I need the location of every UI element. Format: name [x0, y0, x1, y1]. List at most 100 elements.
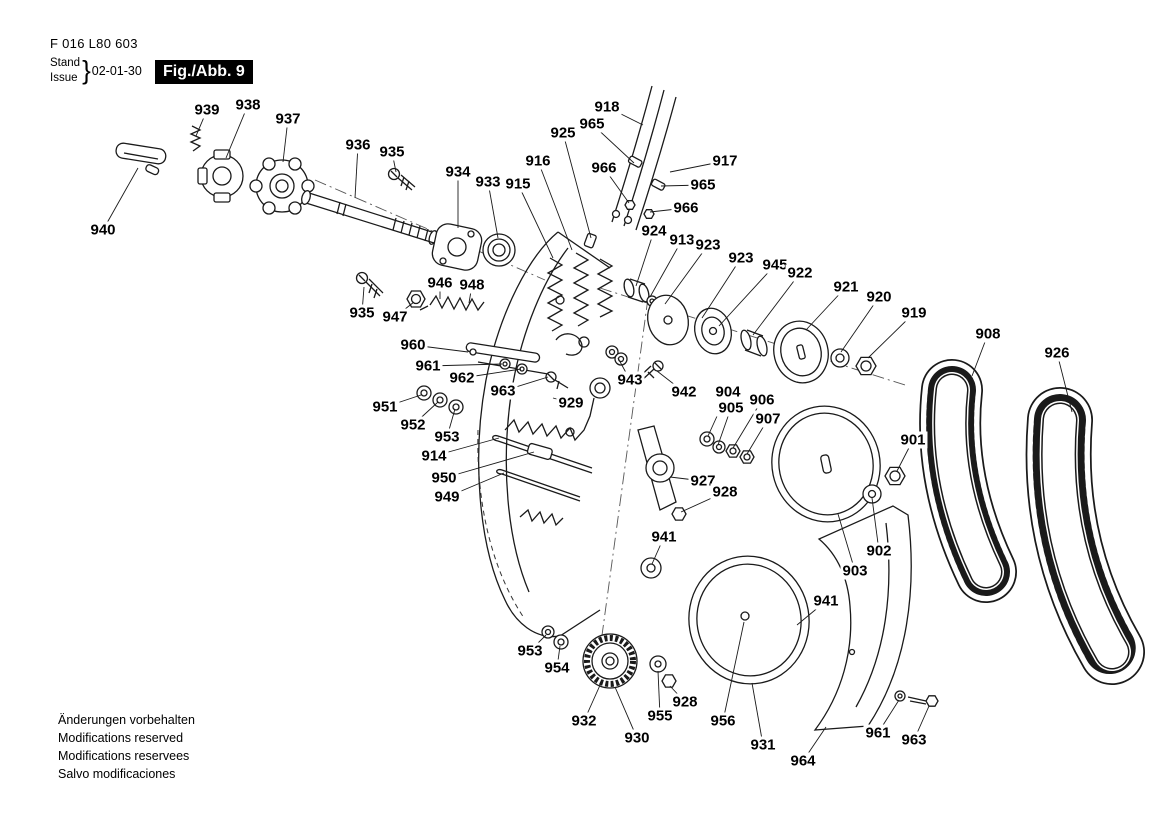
part-label-926: 926: [1042, 344, 1072, 362]
washer-953-a: [448, 399, 464, 415]
part-label-932: 932: [569, 712, 599, 730]
arm-927: [637, 425, 677, 511]
screw-963-b: [907, 695, 939, 707]
rod-949: [496, 468, 581, 502]
part-label-904: 904: [713, 383, 743, 401]
part-label-929: 929: [556, 394, 586, 412]
part-label-935: 935: [377, 143, 407, 161]
stand-label: Stand: [50, 56, 81, 69]
part-label-941: 941: [649, 528, 679, 546]
nut-907: [739, 450, 755, 464]
footer-line-en: Modifications reserved: [58, 731, 184, 746]
part-label-902: 902: [864, 542, 894, 560]
leader-line-920: [840, 296, 880, 353]
part-label-914: 914: [419, 447, 449, 465]
part-label-920: 920: [864, 288, 894, 306]
leader-line-956: [722, 621, 745, 722]
leader-line-916: [537, 160, 573, 251]
washer-941-a: [640, 557, 662, 579]
leader-line-938: [225, 104, 249, 159]
part-label-938: 938: [233, 96, 263, 114]
part-label-963: 963: [899, 731, 929, 749]
part-label-964: 964: [788, 752, 818, 770]
leader-line-936: [354, 144, 359, 199]
coupling-938: [197, 149, 244, 203]
part-label-907: 907: [753, 410, 783, 428]
stand-issue-labels: Stand Issue: [50, 56, 80, 86]
part-label-941: 941: [811, 592, 841, 610]
leader-line-923: [701, 257, 742, 319]
leader-line-915: [517, 183, 554, 259]
figure-badge: Fig./Abb. 9: [155, 60, 253, 84]
part-label-961: 961: [413, 357, 443, 375]
part-label-939: 939: [192, 101, 222, 119]
spring-915: [546, 257, 564, 332]
leader-line-926: [1056, 352, 1073, 413]
flange-934: [431, 223, 483, 271]
leader-line-902: [871, 497, 880, 552]
part-label-919: 919: [899, 304, 929, 322]
spring-916: [572, 252, 590, 327]
part-label-924: 924: [639, 222, 669, 240]
part-label-903: 903: [840, 562, 870, 580]
shaft-936: [301, 190, 438, 245]
stand-issue-block: Stand Issue } 02-01-30: [50, 55, 142, 86]
part-label-963: 963: [488, 382, 518, 400]
part-label-915: 915: [503, 175, 533, 193]
disc-923-b: [694, 307, 732, 355]
spring-lower: [519, 508, 564, 527]
part-label-943: 943: [615, 371, 645, 389]
part-label-927: 927: [688, 472, 718, 490]
nut-947: [406, 290, 426, 308]
washer-951: [416, 385, 432, 401]
title-block: F 016 L80 603 Stand Issue } 02-01-30: [50, 36, 142, 86]
washer-902: [862, 484, 882, 504]
cable-fitting-965-b: [650, 178, 666, 191]
leader-lines: [102, 104, 1073, 762]
gear-932-930: [582, 633, 638, 689]
part-label-960: 960: [398, 336, 428, 354]
part-label-952: 952: [398, 416, 428, 434]
spacer-922: [740, 329, 768, 357]
nut-966-a: [624, 200, 636, 210]
brace-glyph: }: [82, 55, 91, 85]
part-label-961: 961: [863, 724, 893, 742]
housing-plate: [477, 231, 611, 638]
part-label-965: 965: [577, 115, 607, 133]
part-label-928: 928: [710, 483, 740, 501]
part-label-950: 950: [429, 469, 459, 487]
part-label-954: 954: [542, 659, 572, 677]
part-label-923: 923: [726, 249, 756, 267]
part-label-931: 931: [748, 736, 778, 754]
leader-line-913: [649, 239, 683, 298]
part-label-935: 935: [347, 304, 377, 322]
part-label-923: 923: [693, 236, 723, 254]
part-label-966: 966: [671, 199, 701, 217]
part-label-918: 918: [592, 98, 622, 116]
part-label-946: 946: [425, 274, 455, 292]
nut-901: [884, 466, 906, 486]
part-label-951: 951: [370, 398, 400, 416]
part-label-936: 936: [343, 136, 373, 154]
spring-929: [504, 397, 595, 442]
hook-clip: [555, 333, 583, 356]
belt-908: [919, 359, 1017, 603]
part-label-917: 917: [710, 152, 740, 170]
footer-line-de: Änderungen vorbehalten: [58, 713, 195, 727]
star-coupling-937: [249, 157, 315, 215]
part-label-949: 949: [432, 488, 462, 506]
issue-label: Issue: [50, 71, 78, 84]
nut-928-b: [661, 674, 677, 688]
part-label-940: 940: [88, 221, 118, 239]
part-label-930: 930: [622, 729, 652, 747]
leader-line-903: [837, 513, 856, 572]
part-label-966: 966: [589, 159, 619, 177]
part-label-905: 905: [716, 399, 746, 417]
pulley-921: [773, 320, 829, 384]
axis-line: [599, 297, 649, 651]
part-label-937: 937: [273, 110, 303, 128]
leader-line-940: [102, 167, 139, 231]
screw-942: [636, 360, 664, 383]
bearing-933: [482, 233, 516, 267]
